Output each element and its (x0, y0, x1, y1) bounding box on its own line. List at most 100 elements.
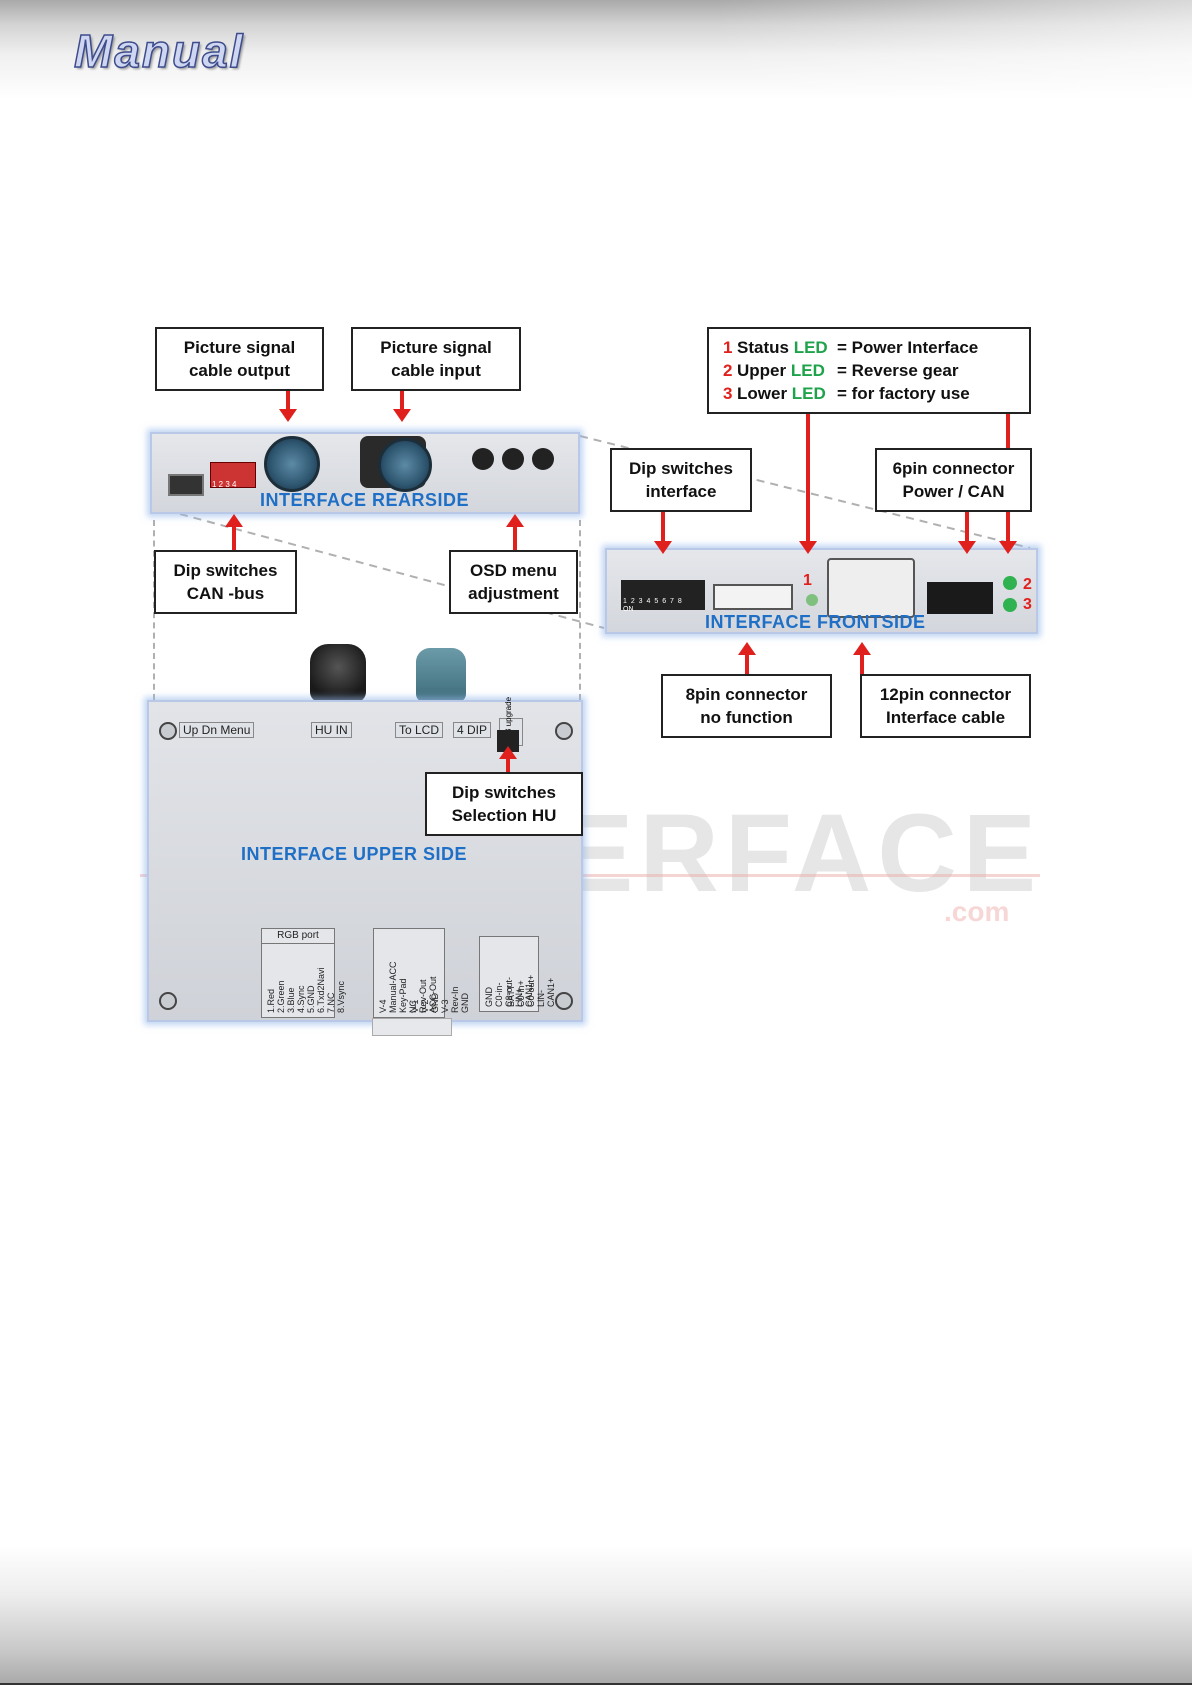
output-connector (264, 436, 320, 492)
led-row-2-desc: = Reverse gear (837, 361, 959, 380)
interface-rearside-panel: 1 2 3 4 INTERFACE REARSIDE (150, 432, 580, 514)
arrow-sixpin (958, 510, 976, 554)
updn-menu-label: Up Dn Menu (179, 722, 255, 738)
mini-usb-port (168, 474, 204, 496)
header-band (0, 0, 1192, 100)
callout-dip-canbus-line1: Dip switches (173, 561, 278, 580)
led-3-marker: 3 (1023, 596, 1032, 613)
osd-button-2 (502, 448, 524, 470)
arrow-eightpin (738, 642, 756, 674)
led-row-1-led: LED (793, 338, 828, 357)
mid-port-col2: V-1 V-2 GND V-3 Rev-In GND (410, 986, 470, 1013)
callout-sixpin-line2: Power / CAN (902, 482, 1005, 501)
callout-led-legend: 1 Status LED = Power Interface 2 Upper L… (707, 327, 1031, 414)
callout-picture-input: Picture signal cable input (351, 327, 521, 391)
callout-picture-input-line2: cable input (391, 361, 481, 380)
rgb-port-title: RGB port (262, 929, 334, 944)
arrow-dip-canbus (225, 514, 243, 552)
arrow-osd-menu (506, 514, 524, 552)
led-row-2-num: 2 (723, 361, 733, 380)
led-row-2-name: Upper (737, 361, 787, 380)
callout-dip-canbus-line2: CAN -bus (186, 584, 265, 603)
osd-button-1 (472, 448, 494, 470)
arrow-led-stem (1006, 412, 1010, 450)
input-cable-boot (416, 648, 466, 702)
callout-picture-output-line2: cable output (188, 361, 291, 380)
front-dip-numbers: 1 2 3 4 5 6 7 8 (623, 598, 683, 605)
callout-eightpin-line2: no function (700, 708, 793, 727)
watermark-text: ERFACE (560, 792, 1043, 915)
callout-sixpin-line1: 6pin connector (892, 459, 1015, 478)
screw-top-left (159, 722, 177, 740)
manual-logo: Manual (73, 24, 245, 78)
guide-line-right (579, 520, 581, 700)
callout-twelvepin: 12pin connector Interface cable (860, 674, 1031, 738)
led-row-3-desc: = for factory use (837, 384, 970, 403)
callout-picture-input-line1: Picture signal (380, 338, 492, 357)
upper-bottom-tab (372, 1018, 452, 1036)
to-lcd-label: To LCD (395, 722, 444, 738)
callout-osd-menu-line1: OSD menu (470, 561, 557, 580)
callout-dip-hu-line2: Selection HU (451, 806, 557, 825)
led-1-marker: 1 (803, 572, 812, 589)
arrow-status-led (799, 412, 817, 554)
led-row-2-led: LED (790, 361, 825, 380)
sixpin-connector (927, 582, 993, 614)
interface-frontside-panel: 1 2 3 4 5 6 7 8 ON 1 2 3 INTERFACE FRONT… (605, 548, 1038, 634)
callout-osd-menu-line2: adjustment (468, 584, 559, 603)
callout-dip-interface: Dip switches interface (610, 448, 752, 512)
front-dip-on: ON (623, 606, 634, 613)
callout-eightpin: 8pin connector no function (661, 674, 832, 738)
arrow-led-2-3 (999, 508, 1017, 554)
callout-dip-interface-line1: Dip switches (629, 459, 733, 478)
mid-port-block: V-4 Manual-ACC Key-Pad NC Rev-Out ACC-Ou… (373, 928, 470, 1018)
input-connector (378, 438, 432, 492)
twelvepin-connector (827, 558, 915, 618)
upper-led (1003, 576, 1017, 590)
callout-dip-canbus: Dip switches CAN -bus (154, 550, 297, 614)
hu-in-label: HU IN (311, 722, 352, 738)
led-row-1-num: 1 (723, 338, 733, 357)
front-dip-switch (621, 580, 705, 610)
four-dip-label: 4 DIP (453, 722, 492, 738)
led-row-1-desc: = Power Interface (837, 338, 979, 357)
led-row-2: 2 Upper LED = Reverse gear (709, 359, 1029, 382)
callout-eightpin-line1: 8pin connector (685, 685, 808, 704)
rgb-port-pins: 1.Red 2.Green 3.Blue 4.Sync 5.GND 6.Txd2… (266, 967, 346, 1013)
watermark-underline (140, 874, 1040, 877)
callout-sixpin: 6pin connector Power / CAN (875, 448, 1032, 512)
arrow-dip-interface (654, 510, 672, 554)
footer-rule (0, 1683, 1192, 1685)
screw-top-right (555, 722, 573, 740)
callout-twelvepin-line2: Interface cable (885, 708, 1006, 727)
callout-dip-interface-line2: interface (645, 482, 717, 501)
rgb-port-block: RGB port 1.Red 2.Green 3.Blue 4.Sync 5.G… (261, 928, 346, 1018)
arrow-twelvepin (853, 642, 871, 674)
arrow-picture-in (393, 390, 411, 422)
interface-upper-panel: Up Dn Menu HU IN To LCD 4 DIP USB upgrad… (147, 697, 583, 1022)
right-port-col2: BATT C0-in+ C0-out+ LIN- CAN1+ (506, 974, 556, 1007)
screw-bottom-right (555, 992, 573, 1010)
lower-led (1003, 598, 1017, 612)
eightpin-connector (713, 584, 793, 610)
screw-bottom-left (159, 992, 177, 1010)
output-cable-boot (310, 644, 366, 702)
status-led (806, 594, 818, 606)
frontside-label: INTERFACE FRONTSIDE (705, 612, 926, 632)
led-row-3: 3 Lower LED = for factory use (709, 382, 1029, 405)
arrow-dip-hu (499, 746, 517, 772)
led-row-3-led: LED (791, 384, 826, 403)
callout-osd-menu: OSD menu adjustment (449, 550, 578, 614)
led-row-3-num: 3 (723, 384, 733, 403)
osd-button-3 (532, 448, 554, 470)
led-row-1: 1 Status LED = Power Interface (709, 336, 1029, 359)
rear-dip-switch (210, 462, 256, 488)
upper-side-label: INTERFACE UPPER SIDE (241, 844, 468, 864)
watermark-suffix: .com (944, 896, 1010, 927)
led-2-marker: 2 (1023, 576, 1032, 593)
callout-picture-output: Picture signal cable output (155, 327, 324, 391)
rearside-label: INTERFACE REARSIDE (260, 490, 470, 510)
rear-dip-numbers: 1 2 3 4 (212, 480, 237, 489)
callout-twelvepin-line1: 12pin connector (879, 685, 1012, 704)
callout-dip-hu: Dip switches Selection HU (425, 772, 583, 836)
